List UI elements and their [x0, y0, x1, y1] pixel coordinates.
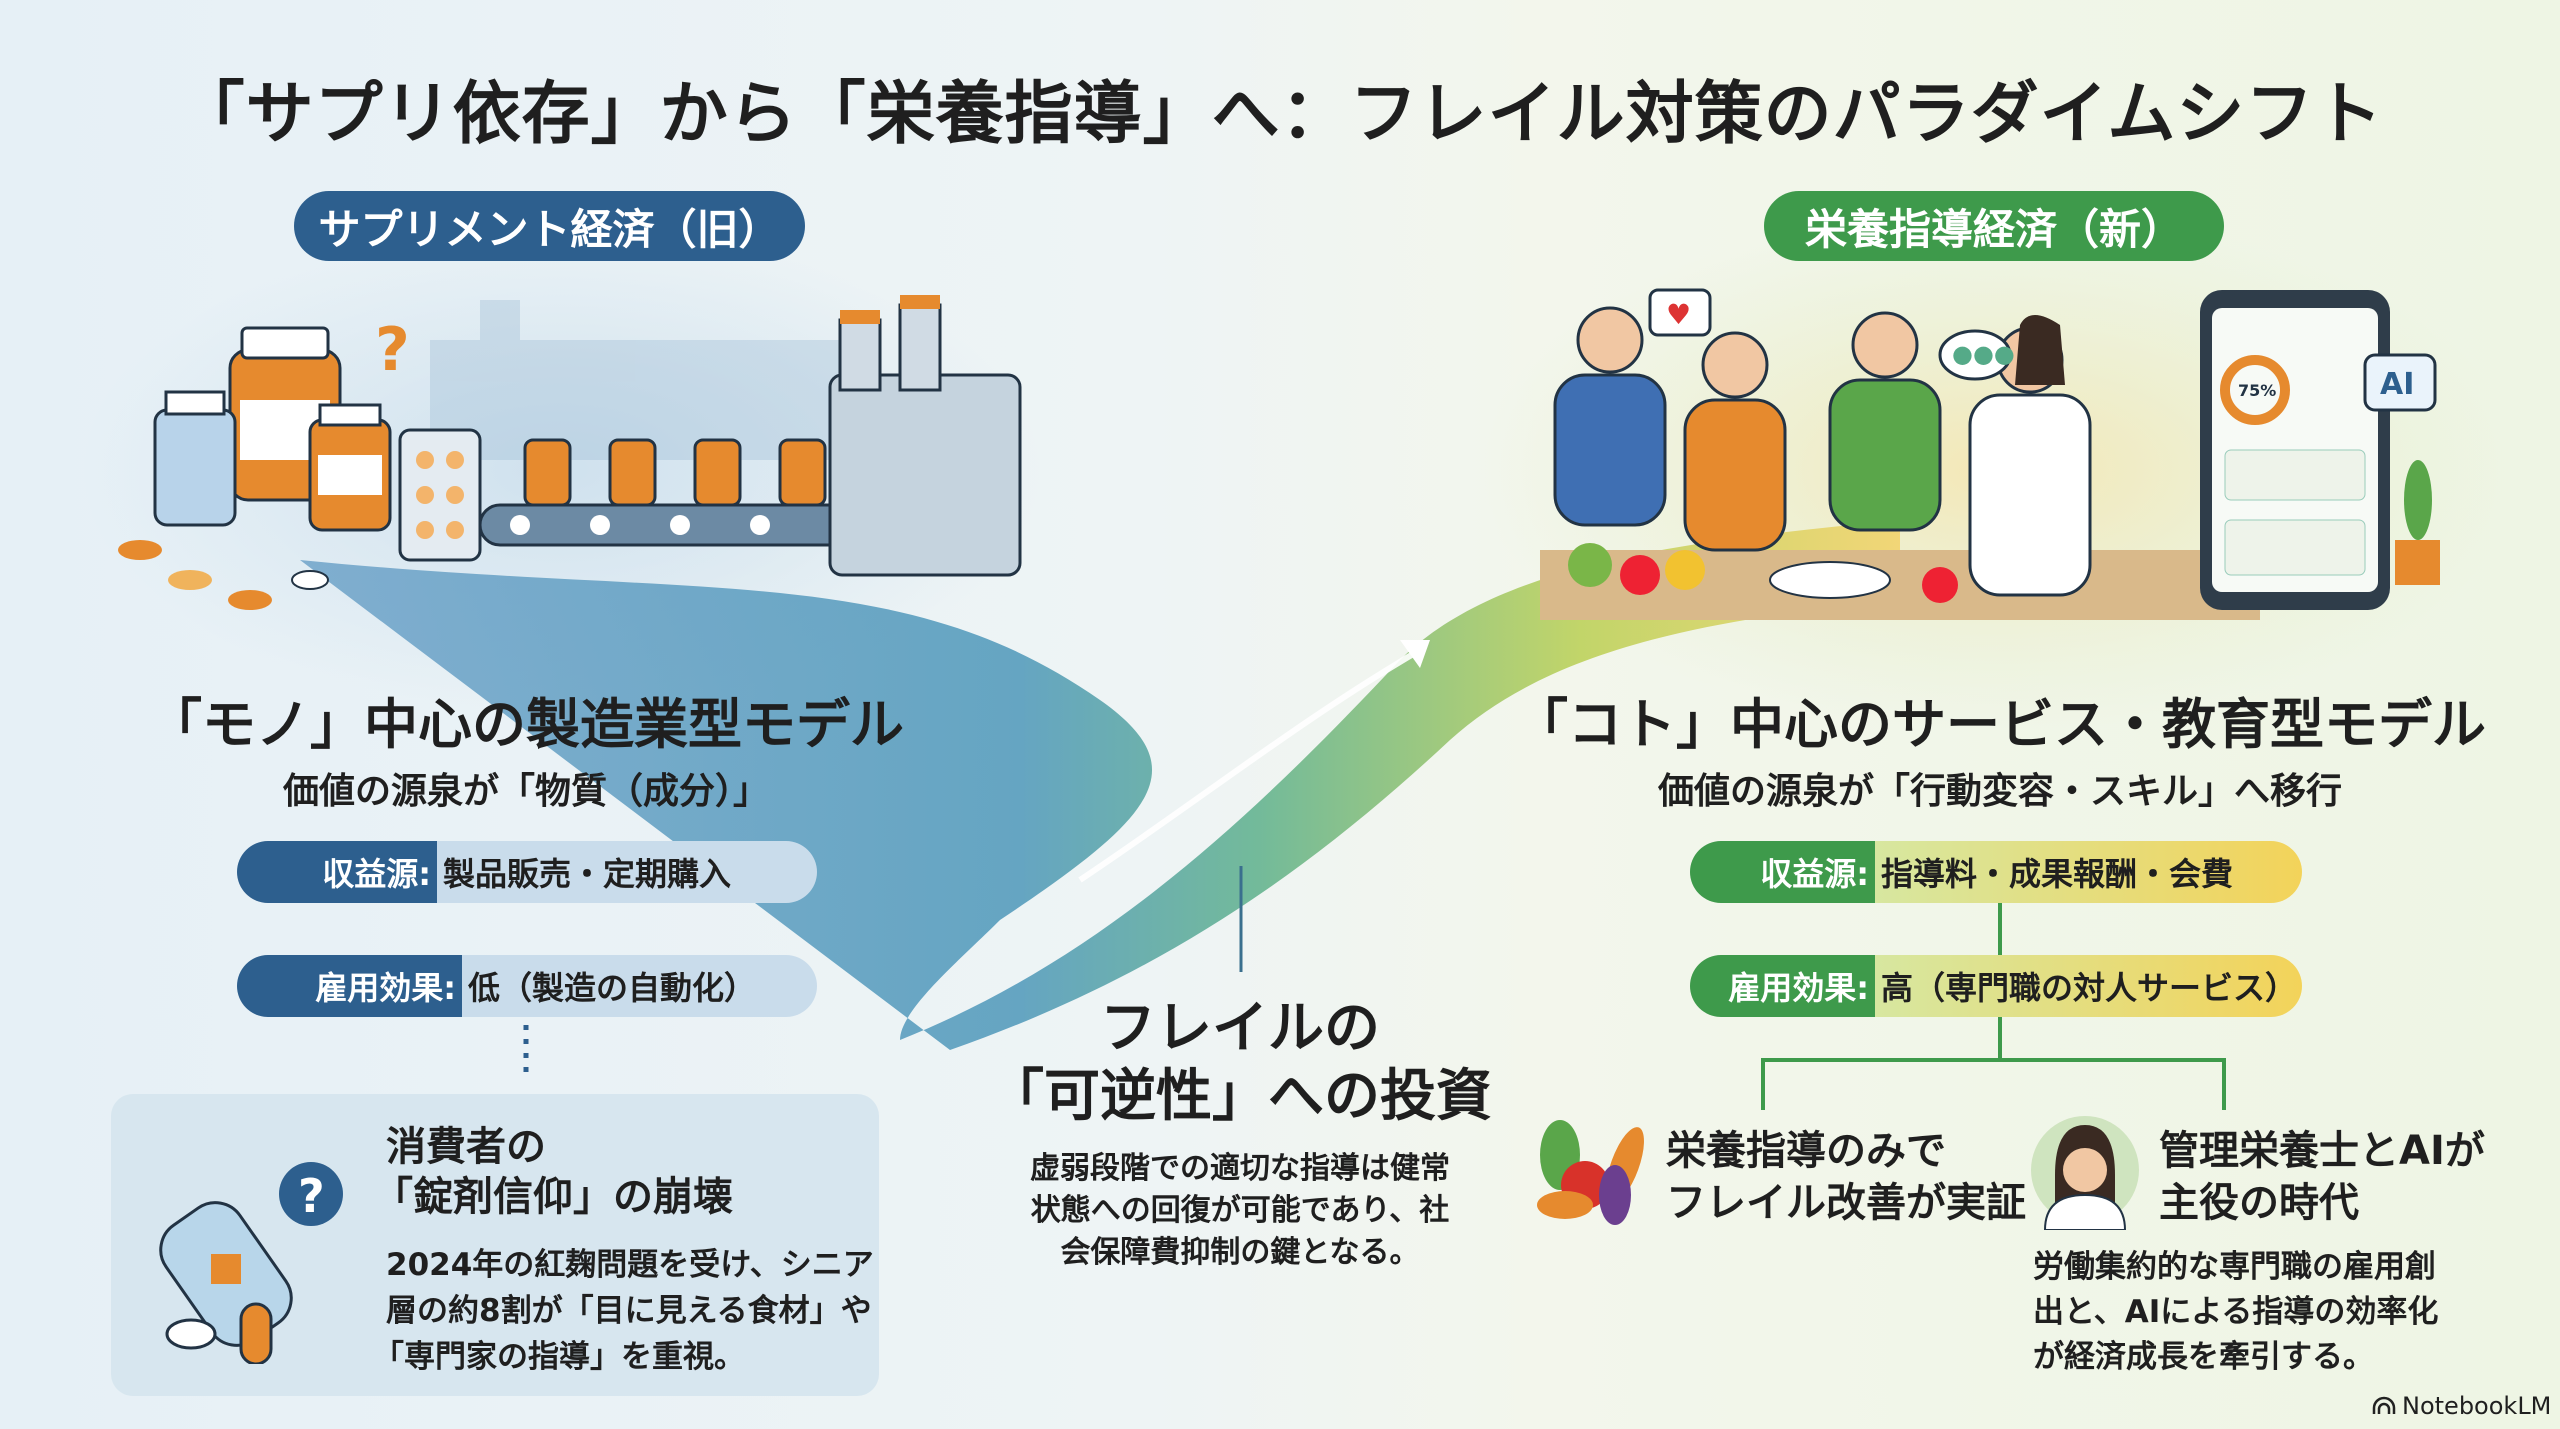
- tablet-icon: 75%: [2200, 290, 2390, 610]
- senior-man-green-icon: [1828, 311, 1942, 532]
- right-subheading: 価値の源泉が「行動変容・スキル」へ移行: [1657, 771, 2342, 812]
- item1-line2: フレイル改善が実証: [1666, 1180, 2026, 1226]
- svg-text:♥: ♥: [1666, 298, 1691, 331]
- kitchen-counter: [1540, 550, 2260, 620]
- employment-value: 高（専門職の対人サービス）: [1875, 955, 2302, 1017]
- vegetables-icon: [1568, 543, 1958, 603]
- item2-body-line3: が経済成長を牽引する。: [2033, 1339, 2374, 1375]
- center-body-line3: 会保障費抑制の鍵となる。: [1060, 1235, 1420, 1270]
- question-mark-icon: ?: [375, 315, 410, 385]
- left-heading: 「モノ」中心の製造業型モデル: [148, 693, 904, 756]
- employment-value: 低（製造の自動化）: [462, 955, 817, 1017]
- speech-bubble-heart-icon: ♥: [1648, 288, 1712, 337]
- right-revenue-row: 収益源: 指導料・成果報酬・会費: [1690, 841, 2302, 903]
- card-title-line1: 消費者の: [386, 1124, 546, 1170]
- revenue-value: 指導料・成果報酬・会費: [1875, 841, 2302, 903]
- notebooklm-logo-icon: [2372, 1396, 2396, 1414]
- bottle-icon: [153, 390, 237, 527]
- right-heading: 「コト」中心のサービス・教育型モデル: [1514, 693, 2486, 756]
- ai-label: AI: [2380, 367, 2414, 402]
- bottle-icon: [308, 403, 392, 532]
- card-title-line2: 「錠剤信仰」の崩壊: [373, 1174, 733, 1220]
- left-revenue-row: 収益源: 製品販売・定期購入: [237, 841, 817, 903]
- employment-label: 雇用効果:: [237, 955, 462, 1017]
- speech-bubble-dots-icon: ●●●: [1938, 329, 2015, 381]
- tablet-percent: 75%: [2238, 381, 2276, 400]
- item2-line2: 主役の時代: [2159, 1180, 2359, 1226]
- svg-text:?: ?: [298, 1169, 325, 1223]
- brand-name: NotebookLM: [2402, 1392, 2552, 1420]
- pill-icons: [118, 540, 329, 610]
- svg-text:●●●: ●●●: [1952, 340, 2015, 368]
- right-employment-row: 雇用効果: 高（専門職の対人サービス）: [1690, 955, 2302, 1017]
- plant-icon: [2395, 460, 2440, 585]
- left-subheading: 価値の源泉が「物質（成分）」: [282, 771, 769, 812]
- center-heading-line2: 「可逆性」への投資: [988, 1064, 1492, 1129]
- revenue-label: 収益源:: [237, 841, 437, 903]
- page-title: 「サプリ依存」から「栄養指導」へ：フレイル対策のパラダイムシフト: [176, 75, 2384, 154]
- nutrition-guidance-illustration: ♥ ●●● 75% AI: [1540, 288, 2440, 620]
- item2-line1: 管理栄養士とAIが: [2159, 1128, 2485, 1174]
- center-body-line2: 状態への回復が可能であり、社: [1030, 1193, 1450, 1228]
- revenue-value: 製品販売・定期購入: [437, 841, 817, 903]
- conveyor-belt-icon: [478, 438, 912, 547]
- left-employment-row: 雇用効果: 低（製造の自動化）: [237, 955, 817, 1017]
- consumer-trust-card: ? 消費者の 「錠剤信仰」の崩壊 2024年の紅麹問題を受け、シニア 層の約8割…: [111, 1094, 879, 1396]
- card-body-line2: 層の約8割が「目に見える食材」や: [386, 1293, 872, 1329]
- old-economy-badge: サプリメント経済（旧）: [294, 191, 805, 261]
- new-economy-badge: 栄養指導経済（新）: [1764, 191, 2224, 261]
- broken-pills-icon: ?: [159, 1162, 343, 1364]
- machine-icon: [828, 295, 1022, 577]
- factory-icon: [430, 300, 850, 460]
- employment-label: 雇用効果:: [1690, 955, 1875, 1017]
- senior-woman-icon: [1683, 331, 1787, 552]
- dietitian-icon: [1968, 315, 2092, 597]
- item2-body-line2: 出と、AIによる指導の効率化: [2033, 1294, 2439, 1330]
- card-body-line3: 「専門家の指導」を重視。: [373, 1339, 745, 1375]
- brand-watermark: NotebookLM: [2372, 1392, 2551, 1420]
- ai-badge-icon: AI: [2363, 353, 2437, 412]
- senior-man-icon: [1553, 306, 1667, 527]
- center-heading-line1: フレイルの: [1100, 996, 1380, 1061]
- card-body-line1: 2024年の紅麹問題を受け、シニア: [386, 1247, 874, 1283]
- revenue-label: 収益源:: [1690, 841, 1875, 903]
- item1-line1: 栄養指導のみで: [1666, 1128, 1946, 1174]
- blister-pack-icon: [398, 428, 482, 562]
- center-body-line1: 虚弱段階での適切な指導は健常: [1030, 1151, 1450, 1186]
- item2-body-line1: 労働集約的な専門職の雇用創: [2033, 1249, 2436, 1285]
- dietitian-avatar-icon: [2031, 1116, 2139, 1230]
- factory-supplements-illustration: ?: [118, 295, 1022, 610]
- vegetables-basket-icon: [1537, 1120, 1644, 1225]
